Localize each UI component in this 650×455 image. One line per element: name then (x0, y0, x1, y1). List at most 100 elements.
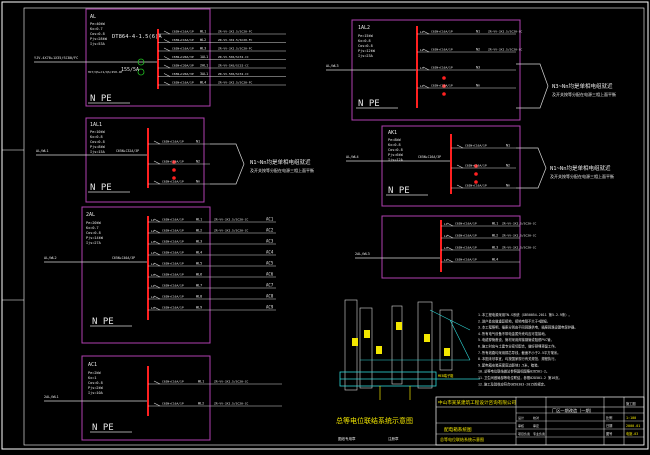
breaker-symbol (446, 258, 454, 263)
continuation-dot (474, 164, 478, 168)
destination-label: AC6 (266, 272, 274, 277)
signature-field: 专业负责 (533, 431, 545, 436)
phase-label: L3 (420, 66, 424, 70)
panel-1al2-note: 及开关按等分配在电源三相上面平衡 (552, 91, 616, 97)
cable-spec: ZR-VV-3X2.5/SC20-CC (488, 30, 523, 34)
panel-1al1-border (85, 117, 205, 203)
scale-value: 1:100 (626, 416, 636, 420)
breaker-rating: C65N+C20A/3P (172, 72, 194, 76)
circuit-id: N2 (196, 160, 200, 164)
breaker-rating: C65N+C16A/1P (162, 273, 184, 277)
ground-conductor (429, 309, 471, 331)
panel-1al2-incoming: AL/WL3 (326, 64, 339, 68)
circuit-id: WL1 (492, 222, 498, 226)
date-value: 2000.01 (626, 424, 640, 428)
cable-spec: ZR-VV-5X6/SC32-CC (218, 64, 249, 68)
circuit-id: WL6 (196, 273, 202, 277)
breaker-symbol (456, 184, 464, 189)
brace-bracket (516, 63, 549, 109)
continuation-dot (474, 180, 478, 184)
grounding-title: 总等电位联结系统示意图 (336, 416, 413, 425)
circuit-id: WL2 (198, 402, 204, 406)
stage-label: 施工图 (626, 401, 636, 406)
destination-label: AC4 (266, 250, 274, 255)
panel-small-border (381, 215, 521, 279)
phase-label: L2 (151, 295, 155, 299)
breaker-symbol (153, 273, 161, 278)
destination-label: AC3 (266, 239, 274, 244)
circuit-id: WL4 (492, 258, 498, 262)
phase-label: L3 (444, 246, 448, 250)
phase-label: L2 (420, 48, 424, 52)
ct-symbol (137, 58, 145, 66)
panel-1al2-param: Cos=0.8 (358, 44, 373, 48)
continuation-dot (442, 92, 446, 96)
panel-al-npe: N PE (90, 94, 112, 104)
breaker-rating: C65N+C16A/1P (162, 180, 184, 184)
busbar (440, 220, 442, 272)
breaker-rating: C65N+C16A/1P (455, 234, 477, 238)
note-line: 3.本工程照明、插座分别由不同回路供电，插座回路设漏电保护器。 (478, 325, 578, 330)
panel-1al1-param: Pe=10kW (90, 130, 106, 134)
breaker-rating: C65N+C16A/1P (455, 258, 477, 262)
project-name: 厂区一期改造（一期） (552, 407, 594, 414)
phase-label: L1 (444, 258, 448, 262)
cable-spec: ZR-VV-3X2.5/SC20-FC (218, 47, 253, 51)
destination-label: AC1 (266, 217, 274, 222)
destination-label: AC8 (266, 294, 274, 299)
circuit-id: 1AL1 (200, 55, 208, 59)
circuit-id: N2 (506, 164, 510, 168)
ground-part (444, 348, 450, 356)
circuit-id: 2AL1 (200, 64, 208, 68)
circuit-id: WL9 (196, 306, 202, 310)
breaker-symbol (456, 144, 464, 149)
breaker-symbol (422, 66, 430, 71)
brace-bracket (516, 147, 547, 189)
panel-ak1-param: Pe=8kW (388, 138, 402, 142)
panel-ac1-param: Pe=2kW (88, 371, 102, 375)
panel-2al-npe: N PE (92, 317, 114, 327)
panel-1al2-note: N3~Nn均是单相电组就近 (552, 82, 613, 90)
panel-1al1-incoming: AL/WL1 (36, 149, 49, 153)
company-name: 中山市某某建筑工程设计咨询有限公司 (438, 399, 517, 406)
phase-label: L2 (151, 229, 155, 233)
breaker-rating: C65N+C16A/1P (431, 48, 453, 52)
phase-label: L2 (444, 234, 448, 238)
breaker-rating: C65N+C20A/3P (172, 55, 194, 59)
cable-spec: ZR-VV-3X2.5/SC20-CC (214, 380, 249, 384)
design-notes: 1.本工程电源采用TN-S系统（GB50054-2011 第5.2.9条）。2.… (478, 312, 578, 386)
phase-label: L1 (420, 84, 424, 88)
panel-2al-param: Ijs=27A (86, 241, 102, 245)
note-line: 10.总等电位联结做法参照国标图集02D501-2。 (478, 369, 549, 374)
cable-spec: ZR-VV-3X2.5/SC20-FC (218, 30, 253, 34)
breaker-rating: C65N+C16A/1P (162, 262, 184, 266)
panel-ak1-param: Pjs=6kW (388, 153, 404, 157)
circuit-id: WL2 (196, 229, 202, 233)
ground-part (424, 334, 430, 342)
breaker-symbol (163, 47, 171, 52)
phase-label: L1 (444, 222, 448, 226)
reg-label: 注册章 (388, 436, 399, 441)
cable-spec: ZR-VV-3X2.5/SC20-CC (214, 402, 249, 406)
panel-2al-incoming: AL/WL2 (44, 256, 57, 260)
breaker-symbol (153, 306, 161, 311)
panel-1al1: 1AL1 Pe=10kW Kx=0.8 Cos=0.8 Pjs=8kW Ijs=… (36, 117, 314, 203)
cable-spec: ZR-VV-5X6/SC32-CC (218, 55, 249, 59)
panel-al-incoming: YJV-4X70+1X35/SC80/FC (34, 56, 78, 60)
breaker-rating: C65N+C16A/1P (431, 30, 453, 34)
drawing-name: 总等电位联结系统示意图 (440, 436, 484, 442)
panel-1al1-note: N1~Nn均是单相电组就近 (250, 158, 311, 166)
ground-enclosure (439, 309, 453, 371)
panel-al-param: Kx=0.7 (90, 27, 103, 31)
panel-1al2-npe: N PE (358, 99, 380, 109)
breaker-symbol (153, 402, 161, 407)
breaker-symbol (422, 30, 430, 35)
note-line: 5.电缆穿管敷设，管材采用焊接钢管或阻燃PVC管。 (478, 337, 554, 342)
note-line: 4.所有电气设备不带电金属外壳均应可靠接地。 (478, 331, 548, 336)
continuation-dot (442, 76, 446, 80)
breaker-symbol (163, 81, 171, 86)
continuation-dot (172, 176, 176, 180)
breaker-rating: C65N+C16A/1P (162, 284, 184, 288)
inner-frame (23, 7, 645, 446)
